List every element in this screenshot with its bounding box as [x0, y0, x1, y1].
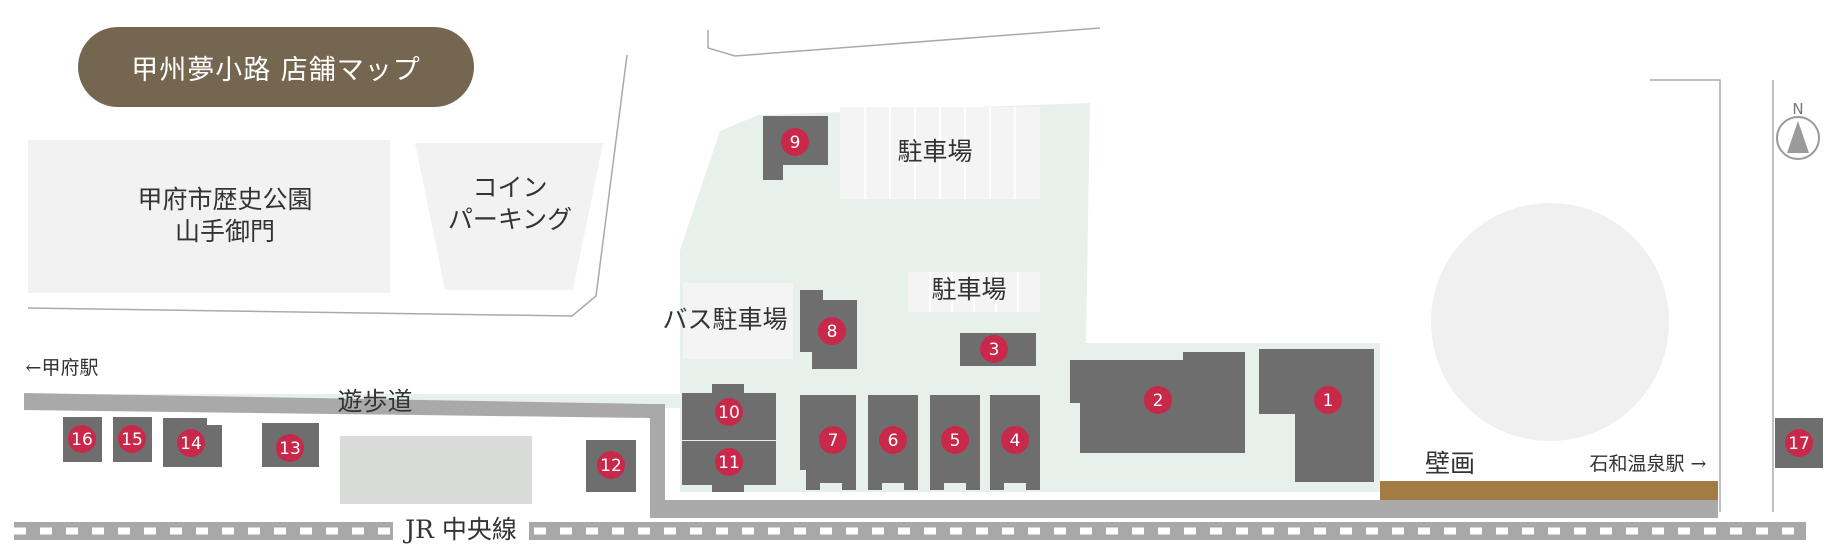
- bus-parking-label: バス駐車場: [662, 305, 788, 334]
- shop-marker-17[interactable]: 17: [1785, 429, 1813, 457]
- shop-marker-12[interactable]: 12: [597, 451, 625, 479]
- shop-number-12: 12: [600, 456, 622, 476]
- shop-number-1: 1: [1323, 391, 1334, 411]
- shop-marker-circle: [1144, 386, 1172, 414]
- shop-marker-10[interactable]: 10: [715, 398, 743, 426]
- shop-marker-circle: [879, 426, 907, 454]
- history-park-block: [28, 140, 390, 293]
- shop-number-10: 10: [718, 403, 740, 423]
- coin-parking-label: コイン パーキング: [440, 172, 580, 236]
- jr-chuo-line-label: JR 中央線: [393, 514, 529, 546]
- mural-label: 壁画: [1424, 449, 1475, 478]
- north-arrow-icon: N: [1776, 100, 1820, 160]
- round-lot: [1431, 203, 1669, 441]
- shop-marker-2[interactable]: 2: [1144, 386, 1172, 414]
- shop-marker-15[interactable]: 15: [118, 425, 146, 453]
- history-park-label: 甲府市歴史公園 山手御門: [110, 184, 340, 248]
- promenade: [24, 393, 650, 418]
- parking-lot-mid: [908, 272, 1040, 312]
- shop-marker-circle: [819, 426, 847, 454]
- railway-track: [14, 522, 1806, 540]
- shop-marker-circle: [1001, 426, 1029, 454]
- shop-marker-4[interactable]: 4: [1001, 426, 1029, 454]
- parking-mid-label: 駐車場: [931, 275, 1007, 304]
- shop-marker-7[interactable]: 7: [819, 426, 847, 454]
- coin-parking-block: [415, 143, 603, 290]
- history-park-label-line1: 甲府市歴史公園: [137, 185, 313, 214]
- shop-marker-11[interactable]: 11: [715, 448, 743, 476]
- shop-marker-6[interactable]: 6: [879, 426, 907, 454]
- shop-marker-5[interactable]: 5: [941, 426, 969, 454]
- coin-parking-label-line2: パーキング: [447, 205, 573, 234]
- shop-number-11: 11: [718, 453, 740, 473]
- shop-marker-9[interactable]: 9: [781, 128, 809, 156]
- shop-marker-circle: [68, 425, 96, 453]
- shop-marker-circle: [1314, 386, 1342, 414]
- mural-wall: [1380, 481, 1718, 500]
- shop-number-14: 14: [180, 434, 202, 454]
- shop-marker-8[interactable]: 8: [818, 317, 846, 345]
- shop-marker-circle: [276, 434, 304, 462]
- shop-number-16: 16: [71, 430, 93, 450]
- street-lines: [27, 27, 1774, 512]
- parking-lot-top: [840, 107, 1040, 199]
- promenade-label: 遊歩道: [337, 387, 413, 416]
- shop-marker-circle: [715, 448, 743, 476]
- shop-number-7: 7: [828, 431, 839, 451]
- shop-marker-circle: [715, 398, 743, 426]
- parking-top-label: 駐車場: [897, 137, 973, 166]
- shop-marker-16[interactable]: 16: [68, 425, 96, 453]
- to-isawa-station-label: 石和温泉駅 →: [1589, 453, 1707, 475]
- shop-marker-circle: [177, 429, 205, 457]
- shop-number-5: 5: [950, 431, 961, 451]
- shop-number-9: 9: [790, 133, 801, 153]
- shop-number-2: 2: [1153, 391, 1164, 411]
- shop-marker-circle: [1785, 429, 1813, 457]
- site-road: [650, 404, 1718, 518]
- shop-marker-3[interactable]: 3: [980, 335, 1008, 363]
- coin-parking-label-line1: コイン: [472, 173, 548, 202]
- shop-number-4: 4: [1010, 431, 1021, 451]
- shop-marker-circle: [781, 128, 809, 156]
- shop-marker-circle: [818, 317, 846, 345]
- shop-number-3: 3: [989, 340, 1000, 360]
- bus-parking-lot: [683, 283, 793, 359]
- shop-marker-13[interactable]: 13: [276, 434, 304, 462]
- plaza: [340, 436, 532, 504]
- shop-marker-circle: [597, 451, 625, 479]
- shop-number-15: 15: [121, 430, 143, 450]
- north-label: N: [1792, 100, 1803, 118]
- shop-marker-circle: [941, 426, 969, 454]
- map-title: 甲州夢小路 店舗マップ: [78, 27, 474, 107]
- history-park-label-line2: 山手御門: [174, 217, 275, 246]
- shop-number-8: 8: [827, 322, 838, 342]
- shop-marker-circle: [118, 425, 146, 453]
- shop-marker-circle: [980, 335, 1008, 363]
- shop-marker-14[interactable]: 14: [177, 429, 205, 457]
- to-kofu-station-label: ←甲府駅: [25, 357, 99, 379]
- building-1: [1259, 349, 1374, 482]
- shop-number-6: 6: [888, 431, 899, 451]
- shop-number-13: 13: [279, 439, 301, 459]
- shop-marker-1[interactable]: 1: [1314, 386, 1342, 414]
- shop-number-17: 17: [1788, 434, 1810, 454]
